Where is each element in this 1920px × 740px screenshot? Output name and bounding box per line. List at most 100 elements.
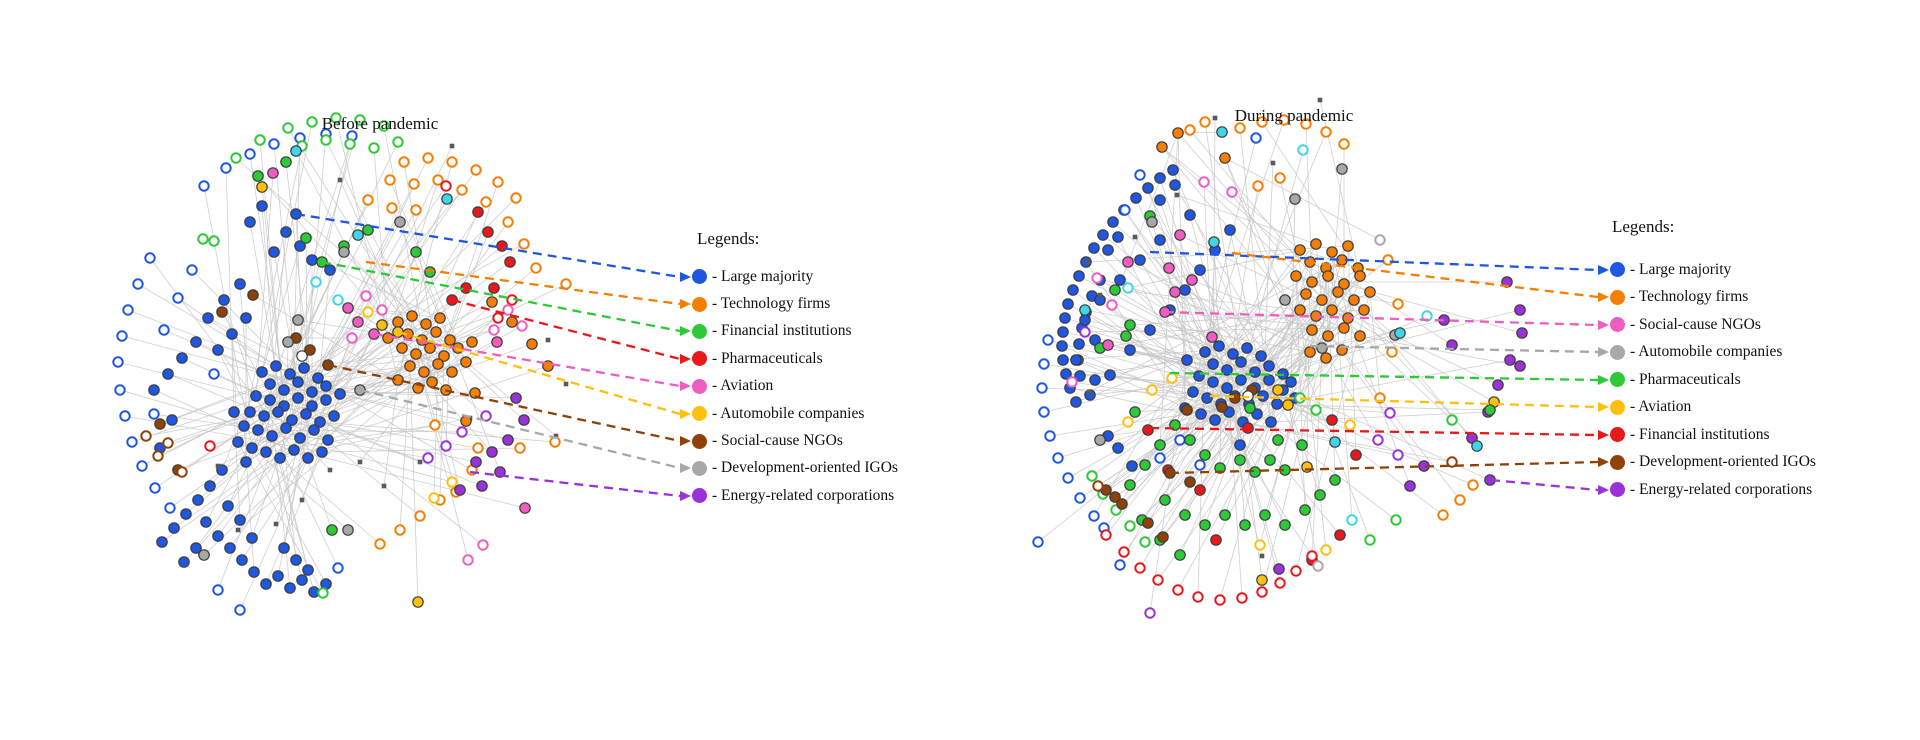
network-edge: [325, 301, 493, 387]
network-node-hollow: [1454, 494, 1466, 506]
network-node: [1310, 238, 1322, 250]
network-node-hollow: [1214, 594, 1226, 606]
network-edge: [1168, 267, 1242, 363]
network-node-hollow: [122, 304, 134, 316]
network-node-hollow: [317, 587, 329, 599]
network-node: [1271, 398, 1283, 410]
network-node: [1304, 346, 1316, 358]
network-node: [1235, 374, 1247, 386]
network-edge: [1172, 169, 1278, 405]
network-node: [466, 336, 478, 348]
network-node: [1227, 348, 1239, 360]
network-node: [256, 366, 268, 378]
network-node: [1446, 339, 1458, 351]
network-edge: [117, 361, 335, 417]
network-node-small: [563, 381, 569, 387]
network-edge: [1276, 359, 1511, 405]
network-node: [1094, 434, 1106, 446]
network-node: [1336, 163, 1348, 175]
network-node: [178, 556, 190, 568]
network-node: [1242, 422, 1254, 434]
network-node: [154, 418, 166, 430]
network-node: [200, 516, 212, 528]
network-node: [316, 446, 328, 458]
network-node: [1156, 141, 1168, 153]
network-node: [248, 566, 260, 578]
network-edge: [1075, 345, 1220, 403]
network-node: [1213, 340, 1225, 352]
network-node: [1112, 442, 1124, 454]
legend-label: - Development-oriented IGOs: [1630, 453, 1816, 471]
network-node: [166, 414, 178, 426]
network-node: [1219, 152, 1231, 164]
legend-item-development-oriented-igos: - Development-oriented IGOs: [1610, 449, 1816, 477]
network-node: [1348, 294, 1360, 306]
legend-arrow: [1231, 251, 1599, 299]
network-node: [1209, 414, 1221, 426]
network-edge: [1105, 413, 1202, 536]
network-node: [1062, 298, 1074, 310]
legend-arrow: [397, 330, 681, 416]
network-edge: [1176, 194, 1317, 245]
network-node-hollow: [1274, 172, 1286, 184]
network-node-hollow: [204, 440, 216, 452]
network-node: [266, 430, 278, 442]
network-node: [270, 360, 282, 372]
network-node-hollow: [132, 278, 144, 290]
network-edge: [1151, 221, 1200, 377]
network-node: [506, 316, 518, 328]
network-node-hollow: [1194, 459, 1206, 471]
network-node: [256, 181, 268, 193]
network-node: [1338, 278, 1350, 290]
legend-label: - Development-oriented IGOs: [712, 459, 898, 477]
network-node-hollow: [119, 410, 131, 422]
network-node: [404, 360, 416, 372]
network-edge: [1189, 379, 1242, 441]
network-node: [1282, 399, 1294, 411]
legend-arrow: [359, 388, 681, 470]
network-node: [352, 316, 364, 328]
legend-arrow: [469, 470, 681, 498]
network-node: [1338, 322, 1350, 334]
network-node: [469, 387, 481, 399]
network-node: [1342, 240, 1354, 252]
legend-dot: [692, 378, 707, 394]
legend-label: - Pharmaceuticals: [712, 349, 823, 367]
legend-dot: [692, 269, 707, 285]
network-node-hollow: [1364, 534, 1376, 546]
network-node-small: [553, 433, 559, 439]
network-edge: [1270, 411, 1489, 423]
legend-arrow: [365, 260, 681, 306]
network-node-hollow: [530, 262, 542, 274]
network-edge: [321, 447, 521, 453]
network-node-small: [337, 177, 343, 183]
legend-dot: [1610, 372, 1625, 388]
legend-label: - Social-cause NGOs: [1630, 315, 1761, 333]
network-node: [267, 167, 279, 179]
network-node-hollow: [1252, 180, 1264, 192]
legend-arrow: [1209, 394, 1599, 409]
network-node: [1306, 324, 1318, 336]
network-node-hollow: [148, 408, 160, 420]
network-node: [338, 246, 350, 258]
network-edge: [1226, 319, 1445, 371]
network-edge: [339, 393, 467, 422]
network-node-hollow: [1320, 544, 1332, 556]
network-node-hollow: [502, 216, 514, 228]
network-edge: [295, 150, 411, 367]
network-edge: [1226, 387, 1281, 584]
network-edge: [1147, 347, 1248, 524]
network-node-hollow: [1192, 591, 1204, 603]
network-node-hollow: [446, 156, 458, 168]
network-node: [246, 532, 258, 544]
network-node: [272, 570, 284, 582]
network-edge: [313, 337, 353, 431]
network-node: [486, 296, 498, 308]
network-node-hollow: [1174, 434, 1186, 446]
network-node: [300, 408, 312, 420]
network-node: [234, 514, 246, 526]
legend-label: - Pharmaceuticals: [1630, 370, 1741, 388]
network-node: [1404, 480, 1416, 492]
network-node: [394, 216, 406, 228]
